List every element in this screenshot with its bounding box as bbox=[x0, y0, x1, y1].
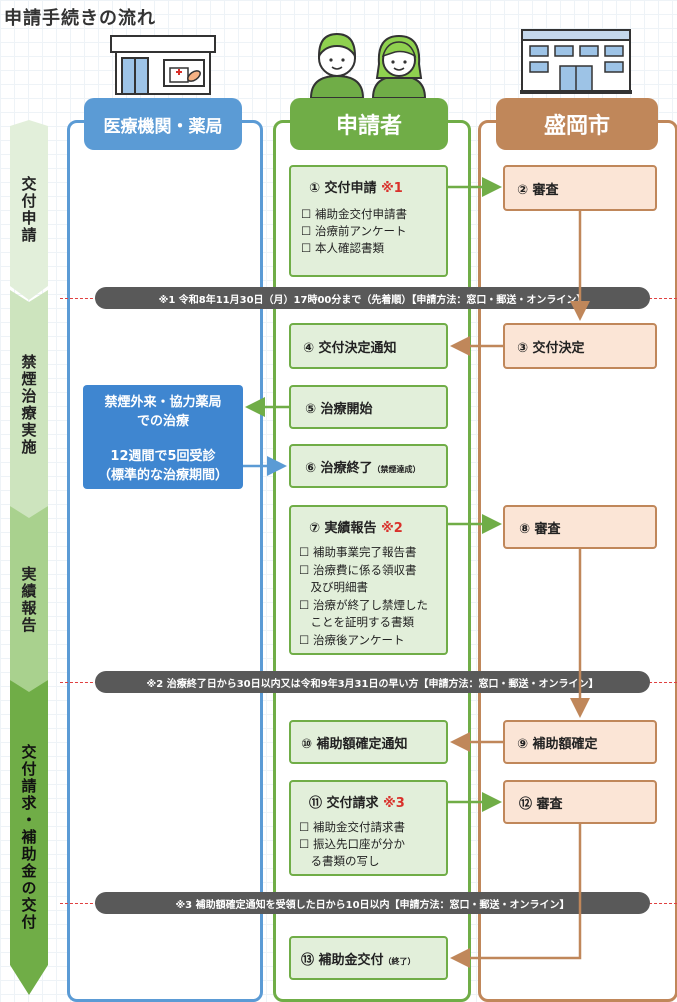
lane-city bbox=[478, 120, 677, 1002]
step-7-box: ⑦ 実績報告 ※2 ☐ 補助事業完了報告書 ☐ 治療費に係る領収書 及び明細書 … bbox=[289, 505, 448, 655]
step-8-box: ⑧ 審査 bbox=[503, 505, 657, 549]
step-3-box: ③ 交付決定 bbox=[503, 323, 657, 369]
step-6-box: ⑥ 治療終了（禁煙達成） bbox=[289, 444, 448, 488]
step-12-box: ⑫ 審査 bbox=[503, 780, 657, 824]
lane-header-city: 盛岡市 bbox=[496, 98, 658, 150]
step-2-box: ② 審査 bbox=[503, 165, 657, 211]
pharmacy-building-icon bbox=[110, 35, 216, 95]
lane-medical bbox=[67, 120, 263, 1002]
applicants-icon bbox=[309, 32, 427, 98]
phase-treatment: 禁煙治療実施 bbox=[10, 290, 48, 520]
step-13-box: ⑬ 補助金交付（終了） bbox=[289, 936, 448, 980]
note-1: ※1 令和8年11月30日（月）17時00分まで（先着順）【申請方法：窓口・郵送… bbox=[95, 287, 650, 309]
step-5-box: ⑤ 治療開始 bbox=[289, 385, 448, 429]
note-2: ※2 治療終了日から30日以内又は令和9年3月31日の早い方【申請方法：窓口・郵… bbox=[95, 671, 650, 693]
step-1-box: ① 交付申請 ※1 ☐ 補助金交付申請書 ☐ 治療前アンケート ☐ 本人確認書類 bbox=[289, 165, 448, 277]
medical-treatment-box: 禁煙外来・協力薬局 での治療 12週間で5回受診 （標準的な治療期間） bbox=[83, 385, 243, 489]
lane-header-medical: 医療機関・薬局 bbox=[84, 98, 242, 150]
lane-header-applicant: 申請者 bbox=[290, 98, 448, 150]
step-9-box: ⑨ 補助額確定 bbox=[503, 720, 657, 764]
page-title: 申請手続きの流れ bbox=[4, 8, 156, 29]
phase-application: 交付申請 bbox=[10, 120, 48, 300]
phase-report: 実績報告 bbox=[10, 506, 48, 694]
city-hall-icon bbox=[520, 29, 632, 94]
step-4-box: ④ 交付決定通知 bbox=[289, 323, 448, 369]
phase-payment: 交付請求・補助金の交付 bbox=[10, 680, 48, 995]
note-3: ※3 補助額確定通知を受領した日から10日以内【申請方法：窓口・郵送・オンライン… bbox=[95, 892, 650, 914]
step-10-box: ⑩ 補助額確定通知 bbox=[289, 720, 448, 764]
step-11-box: ⑪ 交付請求 ※3 ☐ 補助金交付請求書 ☐ 振込先口座が分か る書類の写し bbox=[289, 780, 448, 876]
